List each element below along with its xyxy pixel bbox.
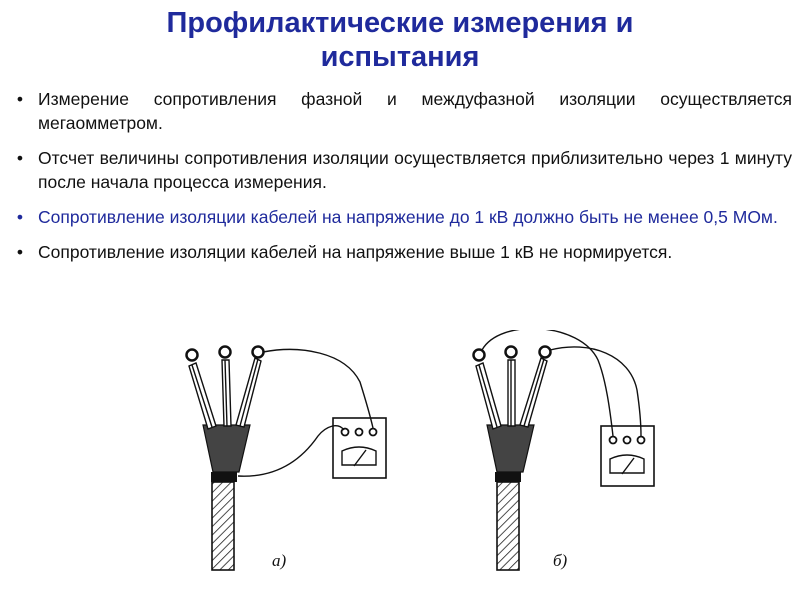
cable-diagram-b: [472, 327, 655, 571]
terminal-lug-icons: [472, 345, 552, 362]
cable-sheath-icon: [496, 481, 520, 571]
bullet-icon: •: [16, 207, 24, 227]
bullet-list: • Измерение сопротивления фазной и между…: [10, 87, 792, 275]
bullet-icon: •: [16, 89, 24, 109]
measurement-diagram: а): [0, 327, 800, 600]
cable-cores-icon: [475, 357, 548, 430]
bullet-icon: •: [16, 148, 24, 168]
megohmmeter-icon: [600, 425, 655, 487]
cable-funnel-icon: [202, 424, 251, 482]
bullet-item: • Сопротивление изоляции кабелей на напр…: [10, 240, 792, 264]
bullet-icon: •: [16, 242, 24, 262]
megohmmeter-icon: [332, 417, 387, 479]
bullet-item: • Измерение сопротивления фазной и между…: [10, 87, 792, 135]
slide-title-line-1: Профилактические измерения и: [166, 7, 634, 39]
slide-title: Профилактические измерения и испытания: [40, 6, 760, 74]
bullet-text: Отсчет величины сопротивления изоляции о…: [38, 148, 792, 192]
caption-a: а): [272, 551, 287, 570]
connection-wires: [237, 348, 374, 477]
caption-b: б): [553, 551, 568, 570]
bullet-item-highlighted: • Сопротивление изоляции кабелей на напр…: [10, 205, 792, 229]
cable-funnel-icon: [486, 424, 535, 482]
measurement-diagram-svg: а): [185, 327, 655, 571]
bullet-text: Сопротивление изоляции кабелей на напряж…: [38, 207, 778, 227]
connection-wires: [481, 327, 642, 437]
bullet-text: Сопротивление изоляции кабелей на напряж…: [38, 242, 673, 262]
cable-cores-icon: [188, 356, 262, 430]
terminal-lug-icons: [185, 345, 265, 362]
bullet-text: Измерение сопротивления фазной и междуфа…: [38, 89, 792, 133]
slide-title-line-2: испытания: [320, 41, 480, 73]
cable-diagram-a: [185, 345, 387, 571]
bullet-item: • Отсчет величины сопротивления изоляции…: [10, 146, 792, 194]
cable-sheath-icon: [211, 481, 235, 571]
